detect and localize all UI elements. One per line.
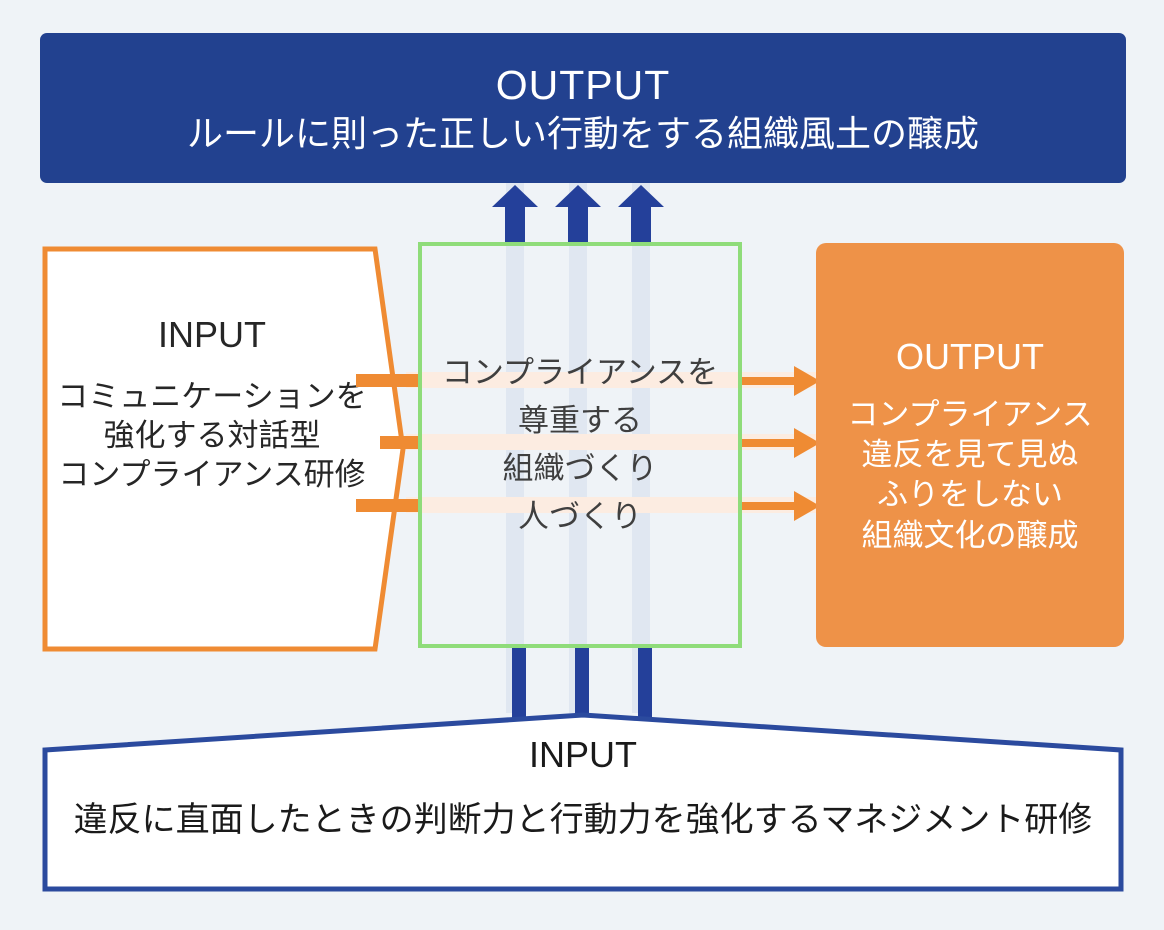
right-output-title: OUTPUT	[896, 336, 1044, 377]
left-input-textblock: INPUT コミュニケーションを 強化する対話型 コンプライアンス研修	[42, 246, 406, 652]
left-input-line-1: コミュニケーションを	[57, 379, 367, 415]
bottom-input-textblock: INPUT 違反に直面したときの判断力と行動力を強化するマネジメント研修	[42, 712, 1124, 892]
right-output-line-1: コンプライアンス	[847, 396, 1093, 432]
center-green-box	[418, 242, 742, 648]
center-textblock: コンプライアンスを 尊重する 組織づくり 人づくり	[418, 242, 742, 648]
right-arrow-icon-3	[742, 491, 820, 521]
left-input-line-2: 強化する対話型	[103, 418, 321, 454]
connector-bar-left-2	[380, 436, 422, 449]
right-output-box: OUTPUT コンプライアンス 違反を見て見ぬ ふりをしない 組織文化の醸成	[816, 243, 1124, 647]
left-input-title: INPUT	[158, 314, 266, 355]
connector-bar-left-1	[356, 374, 422, 387]
bottom-input-shape	[42, 712, 1124, 892]
bottom-input-line: 違反に直面したときの判断力と行動力を強化するマネジメント研修	[73, 801, 1093, 839]
left-input-shape	[42, 246, 406, 652]
connector-bar-left-3	[356, 499, 422, 512]
output-banner-title: OUTPUT	[495, 61, 671, 108]
center-line-3: 組織づくり	[502, 451, 658, 486]
right-output-line-4: 組織文化の醸成	[861, 517, 1079, 553]
right-output-line-2: 違反を見て見ぬ	[861, 437, 1079, 473]
right-output-line-3: ふりをしない	[877, 477, 1063, 513]
right-arrow-icon-2	[742, 428, 820, 458]
up-arrow-icon-2	[555, 185, 601, 245]
vertical-bar-2	[575, 648, 589, 720]
center-line-4: 人づくり	[518, 499, 642, 535]
right-arrow-icon-1	[742, 366, 820, 396]
center-line-2: 尊重する	[518, 402, 642, 438]
vertical-bar-1	[512, 648, 526, 724]
output-banner: OUTPUT ルールに則った正しい行動をする組織風土の醸成	[40, 33, 1126, 183]
up-arrow-icon-1	[492, 185, 538, 245]
center-line-1: コンプライアンスを	[441, 354, 719, 390]
up-arrow-icon-3	[618, 185, 664, 245]
left-input-line-3: コンプライアンス研修	[58, 457, 366, 493]
bottom-input-title: INPUT	[529, 734, 637, 775]
output-banner-subtitle: ルールに則った正しい行動をする組織風土の醸成	[186, 112, 979, 154]
vertical-bar-3	[638, 648, 652, 724]
